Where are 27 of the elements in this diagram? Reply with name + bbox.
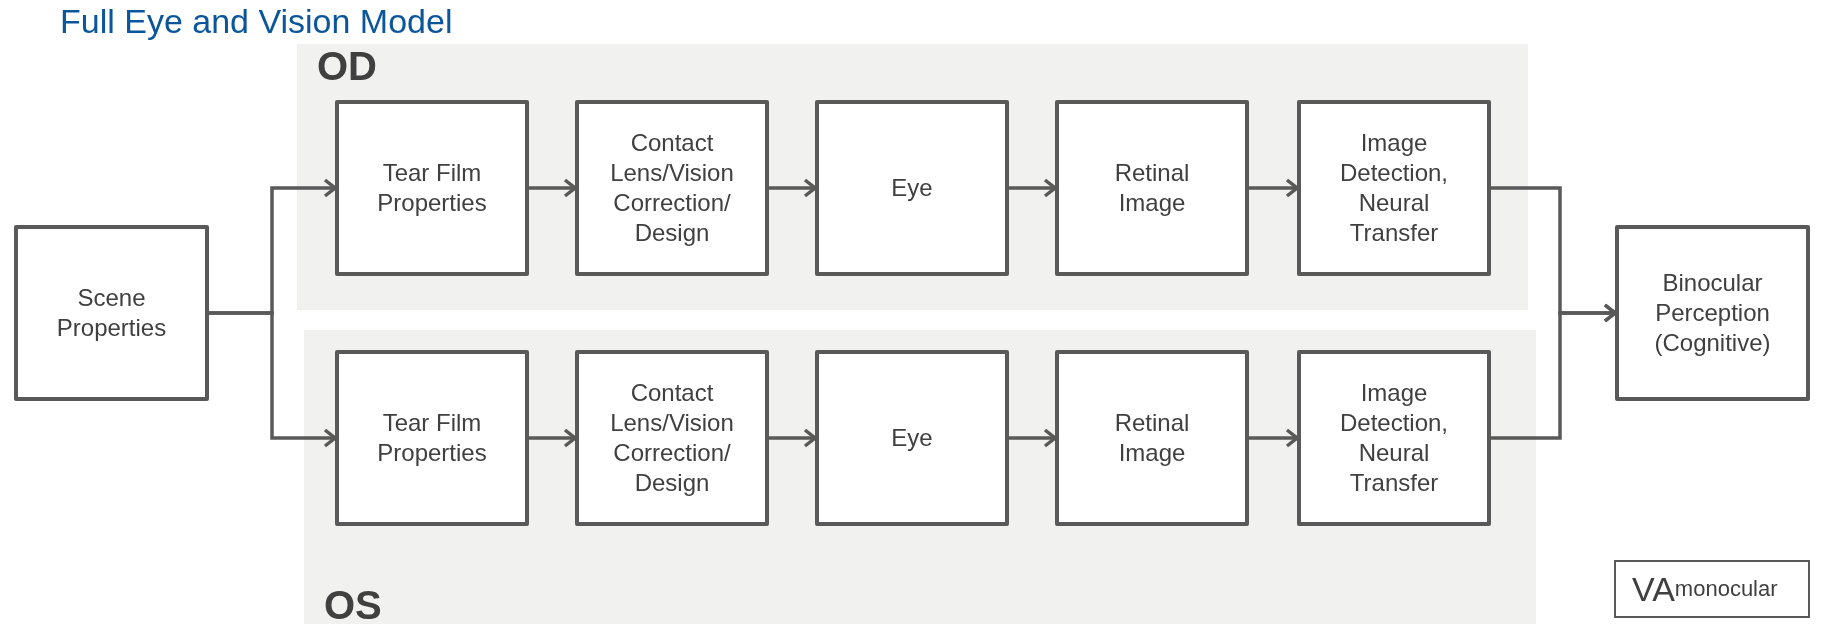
process-box: Image Detection, Neural Transfer <box>1297 100 1491 276</box>
eye-panel <box>304 330 1536 624</box>
arrow <box>209 311 337 448</box>
process-box: Tear Film Properties <box>335 350 529 526</box>
process-box: Eye <box>815 350 1009 526</box>
process-box: Contact Lens/Vision Correction/ Design <box>575 100 769 276</box>
process-box: Binocular Perception (Cognitive) <box>1615 225 1810 401</box>
arrow <box>1009 178 1057 198</box>
panel-heading: OD <box>317 44 377 89</box>
eye-panel <box>297 44 1528 310</box>
arrow <box>769 178 817 198</box>
process-box: Image Detection, Neural Transfer <box>1297 350 1491 526</box>
arrow <box>529 428 577 448</box>
process-box: Eye <box>815 100 1009 276</box>
arrow <box>769 428 817 448</box>
arrow <box>529 178 577 198</box>
arrow <box>1491 303 1617 440</box>
panel-heading: OS <box>324 583 382 624</box>
process-box: Tear Film Properties <box>335 100 529 276</box>
process-box: Scene Properties <box>14 225 209 401</box>
process-box: Retinal Image <box>1055 100 1249 276</box>
diagram-title: Full Eye and Vision Model <box>60 2 453 41</box>
arrow <box>1249 178 1299 198</box>
arrow <box>1249 428 1299 448</box>
process-box: Retinal Image <box>1055 350 1249 526</box>
process-box: Contact Lens/Vision Correction/ Design <box>575 350 769 526</box>
arrow <box>1009 428 1057 448</box>
